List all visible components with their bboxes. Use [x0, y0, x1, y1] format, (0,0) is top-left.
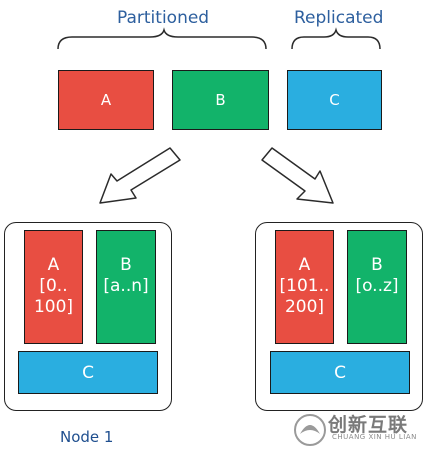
right-arrow	[261, 147, 334, 204]
watermark-icon	[294, 414, 326, 446]
partitioned-label: Partitioned	[117, 8, 210, 28]
node2-shard-b: B [o..z]	[347, 230, 407, 344]
watermark-en: CHUANG XIN HU LIAN	[332, 433, 417, 441]
block-c: C	[287, 70, 382, 130]
node1-label: Node 1	[60, 428, 114, 446]
watermark-logo: 创新互联 CHUANG XIN HU LIAN	[290, 404, 426, 456]
node1-shard-a: A [0.. 100]	[24, 230, 83, 344]
block-b: B	[172, 70, 269, 130]
block-a: A	[58, 70, 154, 130]
partitioned-brace	[57, 27, 267, 50]
node1-replica-c: C	[18, 351, 158, 394]
watermark-cn: 创新互联	[328, 414, 409, 436]
node2-shard-a: A [101.. 200]	[275, 230, 334, 344]
node1-shard-b: B [a..n]	[96, 230, 156, 344]
replicated-brace	[291, 27, 381, 50]
replicated-label: Replicated	[294, 8, 384, 28]
left-arrow	[99, 147, 181, 204]
node2-replica-c: C	[270, 351, 410, 394]
